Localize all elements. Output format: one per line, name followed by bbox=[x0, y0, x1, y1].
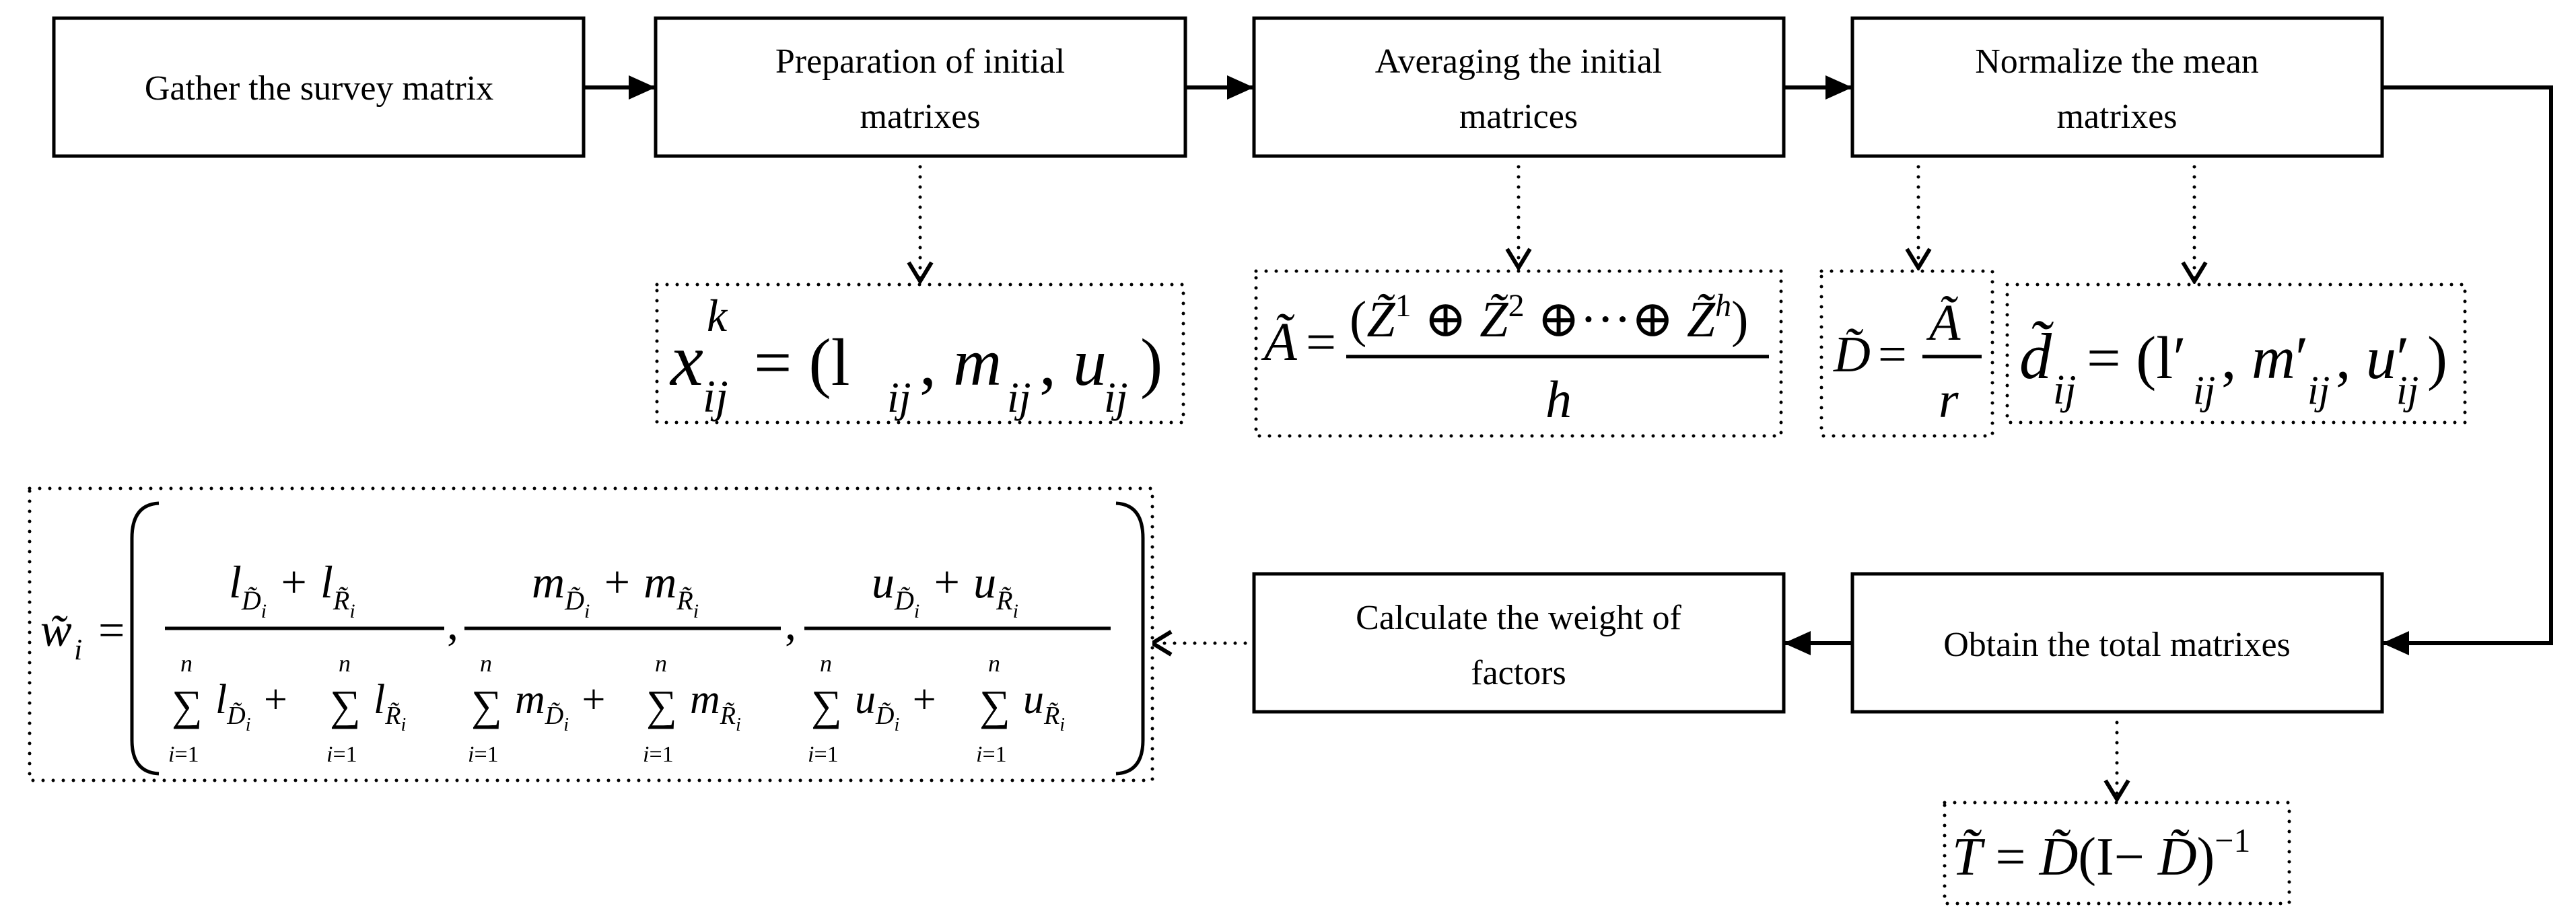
svg-text:h: h bbox=[1545, 370, 1572, 429]
svg-text:Ã: Ã bbox=[1926, 295, 1961, 351]
formula-d-tilde: D̃ = Ã r bbox=[1819, 269, 1994, 438]
svg-text:, u: , u bbox=[1039, 325, 1107, 400]
step-averaging-initial-matrices: Averaging the initial matrices bbox=[1252, 16, 1786, 158]
svg-text:= (l′: = (l′ bbox=[2087, 325, 2186, 392]
svg-text:=: = bbox=[1306, 313, 1336, 372]
svg-text:∑: ∑ bbox=[172, 682, 203, 729]
svg-text:Ã: Ã bbox=[1261, 313, 1298, 372]
svg-text:i=1: i=1 bbox=[643, 742, 674, 767]
svg-text:i=1: i=1 bbox=[808, 742, 839, 767]
arrow-normalize-to-total bbox=[2382, 85, 2553, 655]
step-preparation-initial-matrixes: Preparation of initial matrixes bbox=[654, 16, 1187, 158]
formula-a-tilde: Ã = (Z̃1 ⊕ Z̃2 ⊕···⊕ Z̃h) h bbox=[1254, 269, 1783, 438]
svg-text:n: n bbox=[480, 650, 492, 677]
step-gather-survey-matrix: Gather the survey matrix bbox=[52, 16, 586, 158]
svg-text:=: = bbox=[1878, 326, 1907, 383]
formula-w-tilde: w̃ i = lD̃i + lR̃i ∑ n i=1 lD̃i + ∑ n i=… bbox=[28, 486, 1154, 782]
step-weight-label-line2: factors bbox=[1471, 654, 1566, 692]
svg-text:n: n bbox=[655, 650, 667, 677]
svg-text:,: , bbox=[785, 598, 796, 649]
svg-text:, m′: , m′ bbox=[2221, 325, 2309, 392]
step-gather-label: Gather the survey matrix bbox=[145, 69, 493, 108]
svg-text:uD̃i + uR̃i: uD̃i + uR̃i bbox=[872, 556, 1018, 622]
step-prepare-label-line1: Preparation of initial bbox=[775, 42, 1065, 81]
svg-text:ij: ij bbox=[2193, 368, 2215, 412]
svg-text:=: = bbox=[98, 605, 125, 657]
svg-text:, u′: , u′ bbox=[2336, 325, 2410, 392]
svg-text:n: n bbox=[988, 650, 1000, 677]
svg-text:∑: ∑ bbox=[646, 682, 677, 729]
step-prepare-label-line2: matrixes bbox=[860, 98, 980, 136]
svg-text:k: k bbox=[707, 290, 728, 341]
svg-text:(Z̃1 ⊕ Z̃2 ⊕···⊕ Z̃h): (Z̃1 ⊕ Z̃2 ⊕···⊕ Z̃h) bbox=[1350, 288, 1748, 348]
svg-text:ij: ij bbox=[703, 371, 728, 422]
svg-text:ij: ij bbox=[2396, 368, 2418, 412]
svg-text:i=1: i=1 bbox=[326, 742, 357, 767]
svg-text:i: i bbox=[74, 633, 82, 666]
svg-text:): ) bbox=[1140, 325, 1162, 400]
step-normalize-mean-matrixes: Normalize the mean matrixes bbox=[1850, 16, 2384, 158]
svg-text:w̃: w̃ bbox=[40, 605, 72, 657]
step-normalize-label-line1: Normalize the mean bbox=[1975, 42, 2259, 81]
step-normalize-label-line2: matrixes bbox=[2056, 98, 2177, 136]
formula-t-tilde: T̃ = D̃(I− D̃)−1 bbox=[1943, 801, 2291, 906]
svg-text:∑: ∑ bbox=[330, 682, 361, 729]
svg-text:n: n bbox=[820, 650, 832, 677]
svg-text:x: x bbox=[669, 319, 703, 401]
svg-text:ij: ij bbox=[2307, 368, 2330, 412]
step-obtain-total-matrixes: Obtain the total matrixes bbox=[1850, 572, 2384, 714]
svg-text:d̃: d̃ bbox=[2019, 320, 2054, 392]
step-average-label-line1: Averaging the initial bbox=[1375, 42, 1662, 81]
step-total-label: Obtain the total matrixes bbox=[1943, 626, 2291, 664]
svg-text:r: r bbox=[1939, 372, 1959, 429]
svg-text:D̃: D̃ bbox=[1833, 326, 1871, 383]
svg-text:∑: ∑ bbox=[811, 682, 842, 729]
svg-text:i=1: i=1 bbox=[976, 742, 1007, 767]
svg-text:i=1: i=1 bbox=[168, 742, 199, 767]
svg-text:i=1: i=1 bbox=[468, 742, 499, 767]
svg-text:∑: ∑ bbox=[979, 682, 1010, 729]
svg-text:ij: ij bbox=[2053, 367, 2076, 413]
formula-d-ij-tilde: d̃ ij = (l′ ij , m′ ij , u′ ij ) bbox=[2005, 283, 2467, 425]
svg-text:, m: , m bbox=[919, 325, 1002, 400]
formula-x-ij-k: x k ij = (l ij , m ij , u ij ) bbox=[655, 283, 1185, 425]
svg-text:= (l: = (l bbox=[754, 325, 849, 400]
step-average-label-line2: matrices bbox=[1459, 98, 1578, 136]
svg-text:n: n bbox=[339, 650, 351, 677]
svg-text:ij: ij bbox=[887, 373, 911, 421]
step-calculate-weight-factors: Calculate the weight of factors bbox=[1252, 572, 1786, 714]
svg-text:ij: ij bbox=[1104, 373, 1128, 421]
svg-text:n: n bbox=[180, 650, 193, 677]
svg-text:): ) bbox=[2427, 325, 2447, 392]
svg-text:ij: ij bbox=[1007, 373, 1031, 421]
svg-text:,: , bbox=[447, 598, 458, 649]
svg-text:T̃ = D̃(I− D̃)−1: T̃ = D̃(I− D̃)−1 bbox=[1952, 821, 2250, 887]
svg-text:∑: ∑ bbox=[471, 682, 502, 729]
step-weight-label-line1: Calculate the weight of bbox=[1356, 599, 1681, 637]
